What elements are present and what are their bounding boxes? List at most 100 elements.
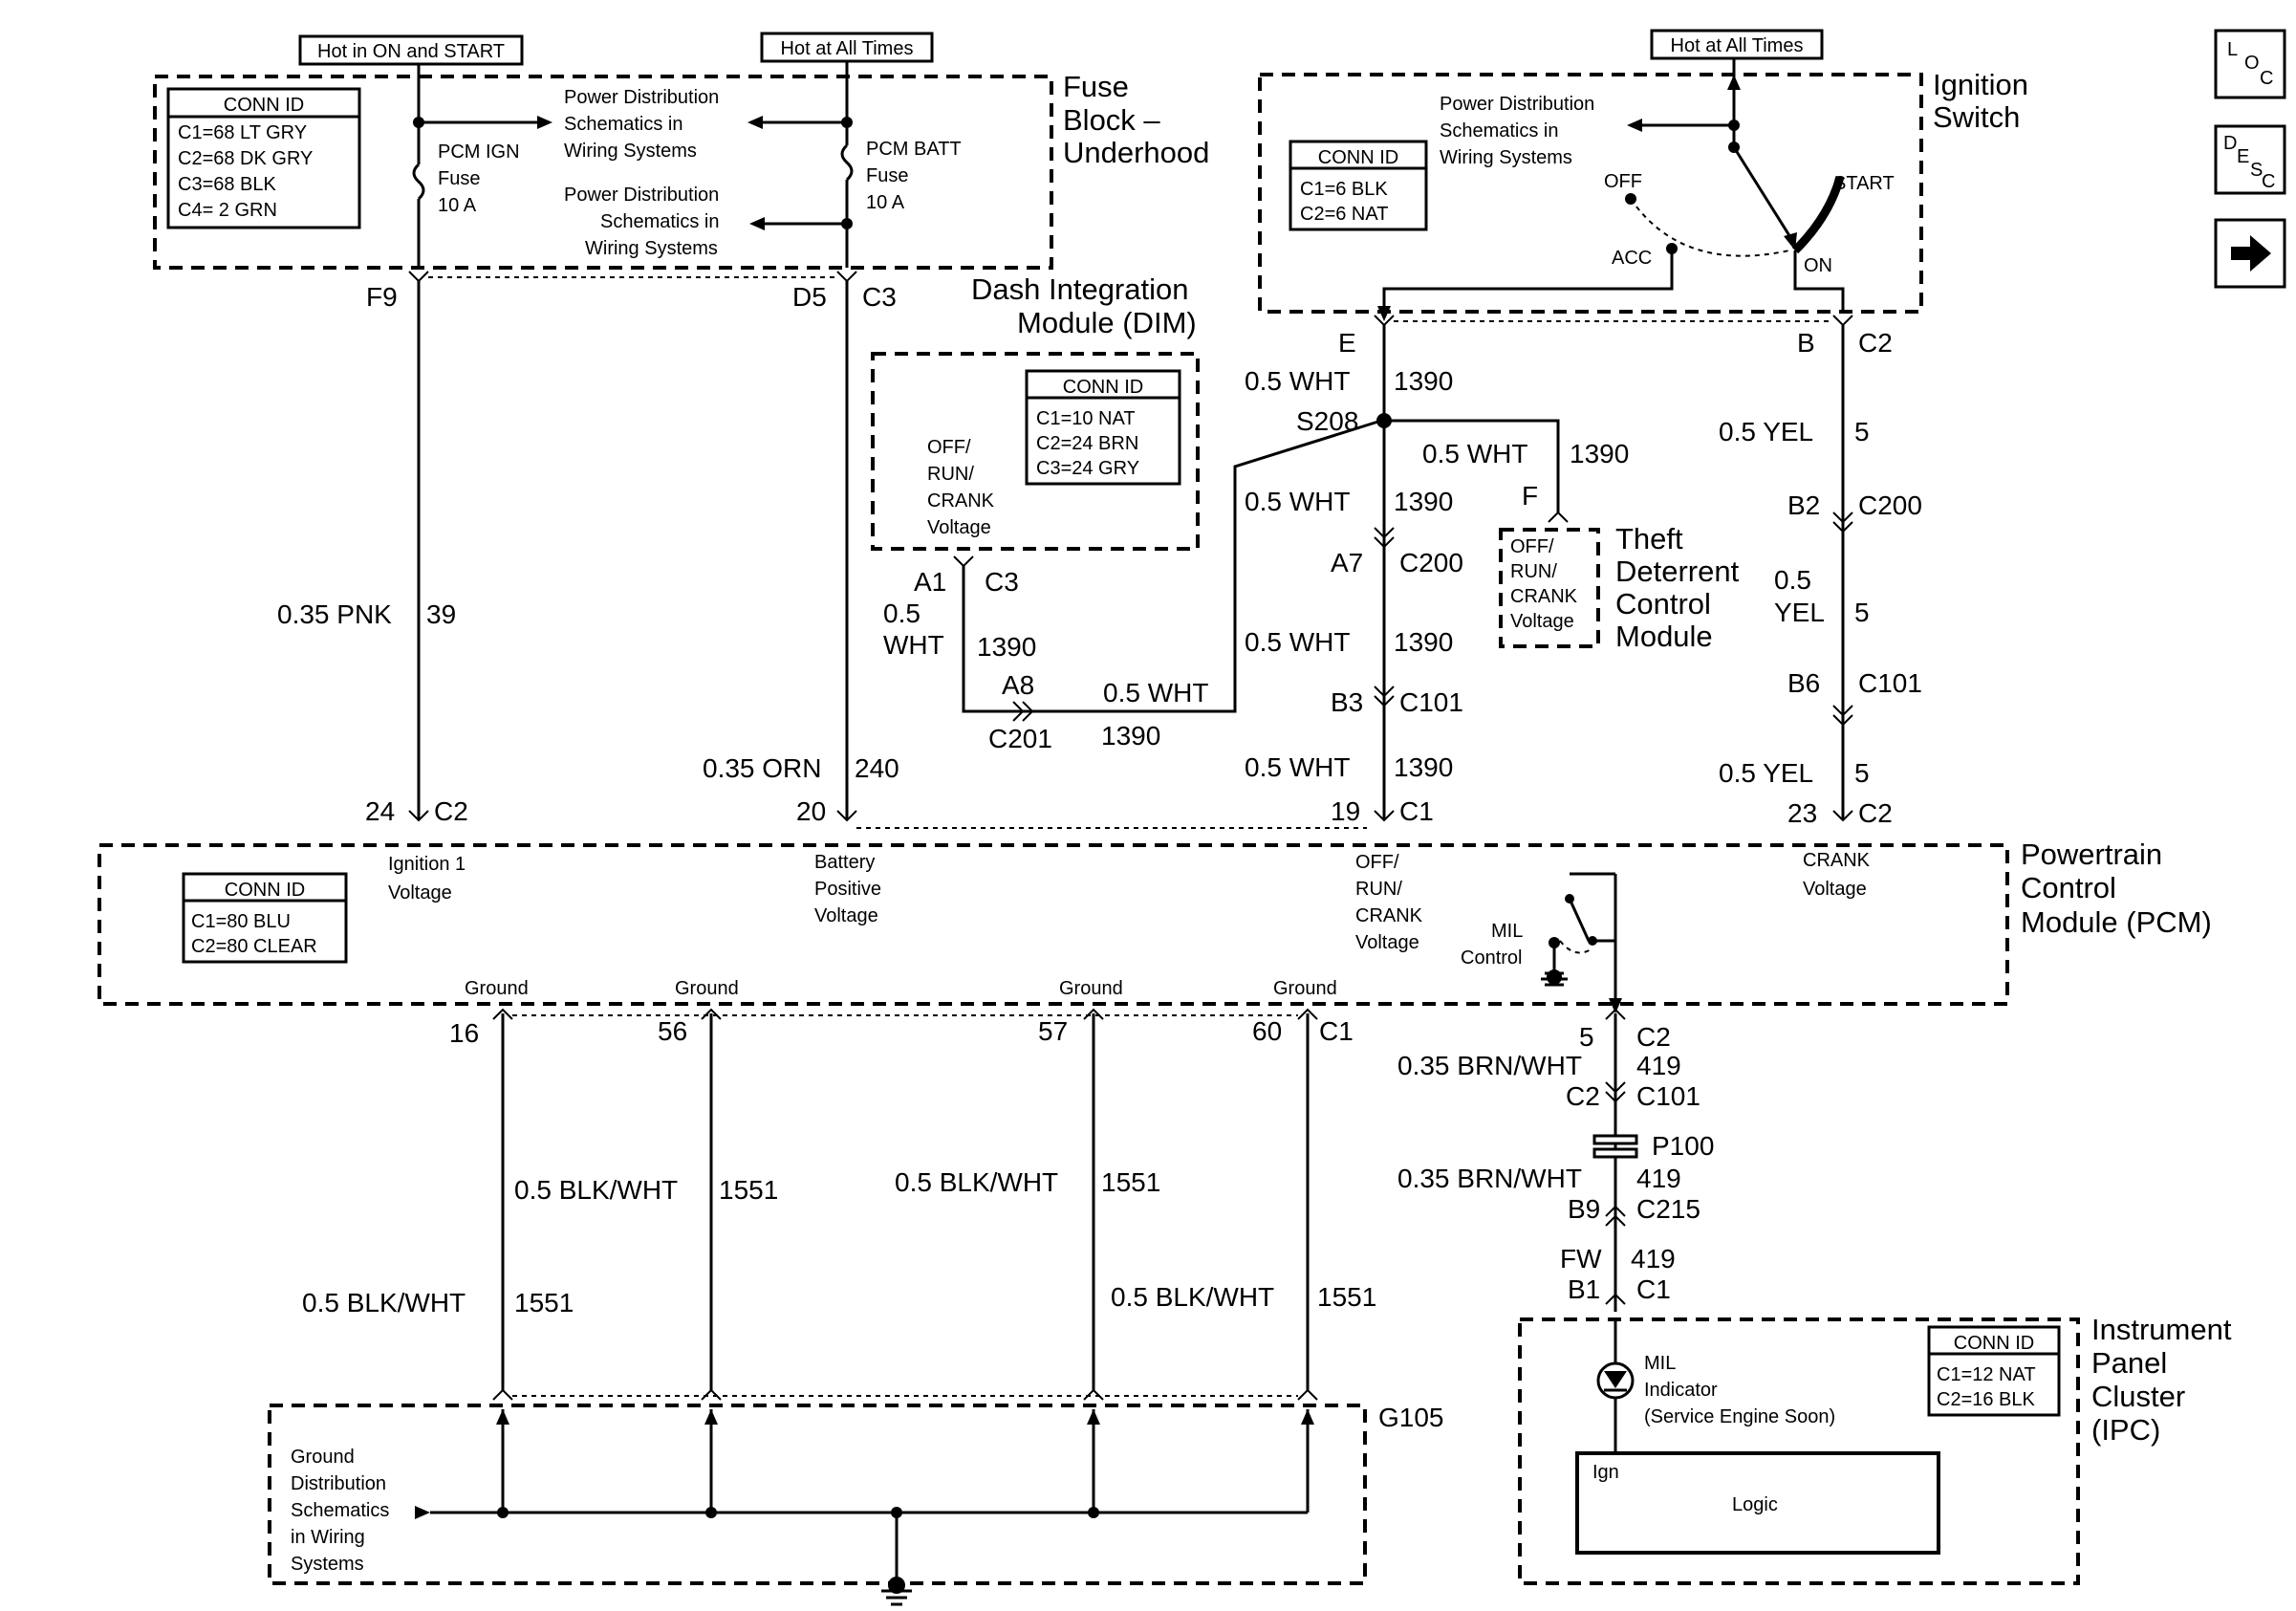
svg-text:CRANK: CRANK	[927, 490, 995, 512]
svg-text:16: 16	[449, 1018, 479, 1048]
svg-text:A7: A7	[1331, 548, 1363, 577]
svg-text:240: 240	[855, 753, 899, 783]
svg-text:5: 5	[1854, 417, 1870, 446]
svg-text:CRANK: CRANK	[1803, 850, 1871, 871]
svg-text:Power Distribution: Power Distribution	[1440, 94, 1594, 115]
svg-text:0.5: 0.5	[883, 599, 921, 628]
svg-text:Powertrain: Powertrain	[2021, 838, 2162, 871]
loc-button[interactable]: L O C	[2214, 29, 2286, 99]
svg-text:0.35 PNK: 0.35 PNK	[277, 599, 392, 629]
svg-text:0.5 WHT: 0.5 WHT	[1422, 439, 1527, 468]
svg-text:WHT: WHT	[883, 630, 944, 660]
svg-text:Control: Control	[2021, 871, 2116, 904]
svg-text:F9: F9	[366, 282, 398, 312]
svg-text:C201: C201	[988, 724, 1052, 753]
hot-label-ign-start: Hot in ON and START	[317, 41, 505, 62]
svg-text:Positive: Positive	[814, 879, 881, 900]
svg-text:CONN ID: CONN ID	[1063, 377, 1143, 398]
hot-label-ignsw: Hot at All Times	[1671, 35, 1804, 56]
svg-text:Distribution: Distribution	[291, 1473, 386, 1494]
svg-text:0.5 BLK/WHT: 0.5 BLK/WHT	[514, 1175, 678, 1205]
svg-text:RUN/: RUN/	[1355, 879, 1402, 900]
svg-text:419: 419	[1636, 1051, 1681, 1080]
svg-text:1390: 1390	[1394, 627, 1453, 657]
svg-text:C1=10 NAT: C1=10 NAT	[1036, 408, 1136, 429]
svg-text:ACC: ACC	[1612, 248, 1652, 269]
svg-text:Ground: Ground	[465, 978, 529, 999]
svg-text:23: 23	[1787, 798, 1817, 828]
svg-text:OFF/: OFF/	[927, 437, 971, 458]
ignsw-conn-id	[1289, 140, 1428, 231]
svg-text:E: E	[2237, 146, 2249, 167]
svg-text:19: 19	[1331, 796, 1360, 826]
svg-text:MIL: MIL	[1491, 921, 1523, 942]
svg-text:C1=6 BLK: C1=6 BLK	[1300, 179, 1388, 200]
svg-text:Fuse: Fuse	[866, 165, 908, 186]
theft-deterrent-module: OFF/ RUN/ CRANK Voltage Theft Deterrent …	[1499, 522, 1740, 653]
svg-text:1390: 1390	[977, 632, 1036, 662]
svg-text:Voltage: Voltage	[388, 882, 452, 903]
svg-text:C4= 2 GRN: C4= 2 GRN	[178, 200, 277, 221]
svg-text:0.5 WHT: 0.5 WHT	[1245, 627, 1350, 657]
svg-text:Ground: Ground	[1059, 978, 1123, 999]
next-arrow-button[interactable]	[2214, 218, 2286, 289]
svg-text:C3=68 BLK: C3=68 BLK	[178, 174, 277, 195]
svg-text:0.35 BRN/WHT: 0.35 BRN/WHT	[1397, 1164, 1582, 1193]
svg-text:0.5 WHT: 0.5 WHT	[1245, 752, 1350, 782]
svg-text:PCM IGN: PCM IGN	[438, 142, 520, 163]
svg-text:Panel: Panel	[2091, 1346, 2167, 1380]
svg-text:Wiring Systems: Wiring Systems	[1440, 147, 1572, 168]
svg-text:1390: 1390	[1394, 366, 1453, 396]
svg-text:B2: B2	[1787, 490, 1820, 520]
fuse-block-title-3: Underhood	[1063, 136, 1209, 169]
svg-text:Schematics: Schematics	[291, 1500, 389, 1521]
fuse-block-title-2: Block –	[1063, 103, 1160, 137]
svg-text:C2=68 DK GRY: C2=68 DK GRY	[178, 148, 313, 169]
svg-text:S: S	[2250, 160, 2263, 181]
svg-text:C2: C2	[1566, 1081, 1600, 1111]
svg-text:0.5 BLK/WHT: 0.5 BLK/WHT	[1111, 1282, 1274, 1312]
svg-text:Wiring Systems: Wiring Systems	[585, 238, 718, 259]
svg-text:0.5 WHT: 0.5 WHT	[1103, 678, 1208, 708]
svg-text:O: O	[2244, 53, 2260, 74]
svg-text:CONN ID: CONN ID	[225, 880, 305, 901]
svg-text:C2: C2	[1858, 328, 1893, 358]
svg-text:B: B	[1797, 328, 1815, 358]
svg-text:24: 24	[365, 796, 395, 826]
svg-text:Switch: Switch	[1933, 100, 2020, 134]
svg-text:5: 5	[1854, 598, 1870, 627]
ipc-logic-box	[1575, 1451, 1940, 1555]
svg-text:D: D	[2223, 133, 2237, 154]
svg-text:Voltage: Voltage	[1355, 932, 1419, 953]
svg-text:L: L	[2227, 39, 2238, 60]
svg-text:Deterrent: Deterrent	[1615, 555, 1740, 588]
svg-text:C200: C200	[1399, 548, 1463, 577]
svg-text:Module (DIM): Module (DIM)	[1017, 306, 1197, 339]
svg-text:0.35 BRN/WHT: 0.35 BRN/WHT	[1397, 1051, 1582, 1080]
svg-text:C: C	[2262, 171, 2275, 192]
svg-text:CONN ID: CONN ID	[224, 95, 304, 116]
svg-text:YEL: YEL	[1774, 598, 1825, 627]
svg-text:Module (PCM): Module (PCM)	[2021, 905, 2212, 939]
svg-text:CONN ID: CONN ID	[1954, 1333, 2034, 1354]
svg-text:Schematics in: Schematics in	[1440, 120, 1559, 142]
svg-text:0.5 WHT: 0.5 WHT	[1245, 487, 1350, 516]
svg-text:Ground: Ground	[675, 978, 739, 999]
pcm-conn-id	[182, 872, 348, 964]
svg-text:5: 5	[1579, 1022, 1594, 1052]
desc-button[interactable]: D E S C	[2214, 124, 2286, 195]
svg-text:Schematics in: Schematics in	[600, 211, 720, 232]
svg-text:C3: C3	[985, 567, 1019, 597]
svg-text:Fuse: Fuse	[438, 168, 480, 189]
svg-text:C215: C215	[1636, 1194, 1700, 1224]
ground-g105: G105 Ground Distribution Schematics in W…	[268, 1403, 1444, 1585]
svg-text:20: 20	[796, 796, 826, 826]
svg-text:Dash Integration: Dash Integration	[971, 272, 1188, 306]
svg-text:Voltage: Voltage	[1803, 879, 1867, 900]
svg-text:0.5 BLK/WHT: 0.5 BLK/WHT	[302, 1288, 466, 1317]
svg-text:OFF/: OFF/	[1510, 536, 1554, 557]
svg-text:Ground: Ground	[1273, 978, 1337, 999]
svg-text:1551: 1551	[1317, 1282, 1376, 1312]
svg-text:419: 419	[1631, 1244, 1676, 1274]
